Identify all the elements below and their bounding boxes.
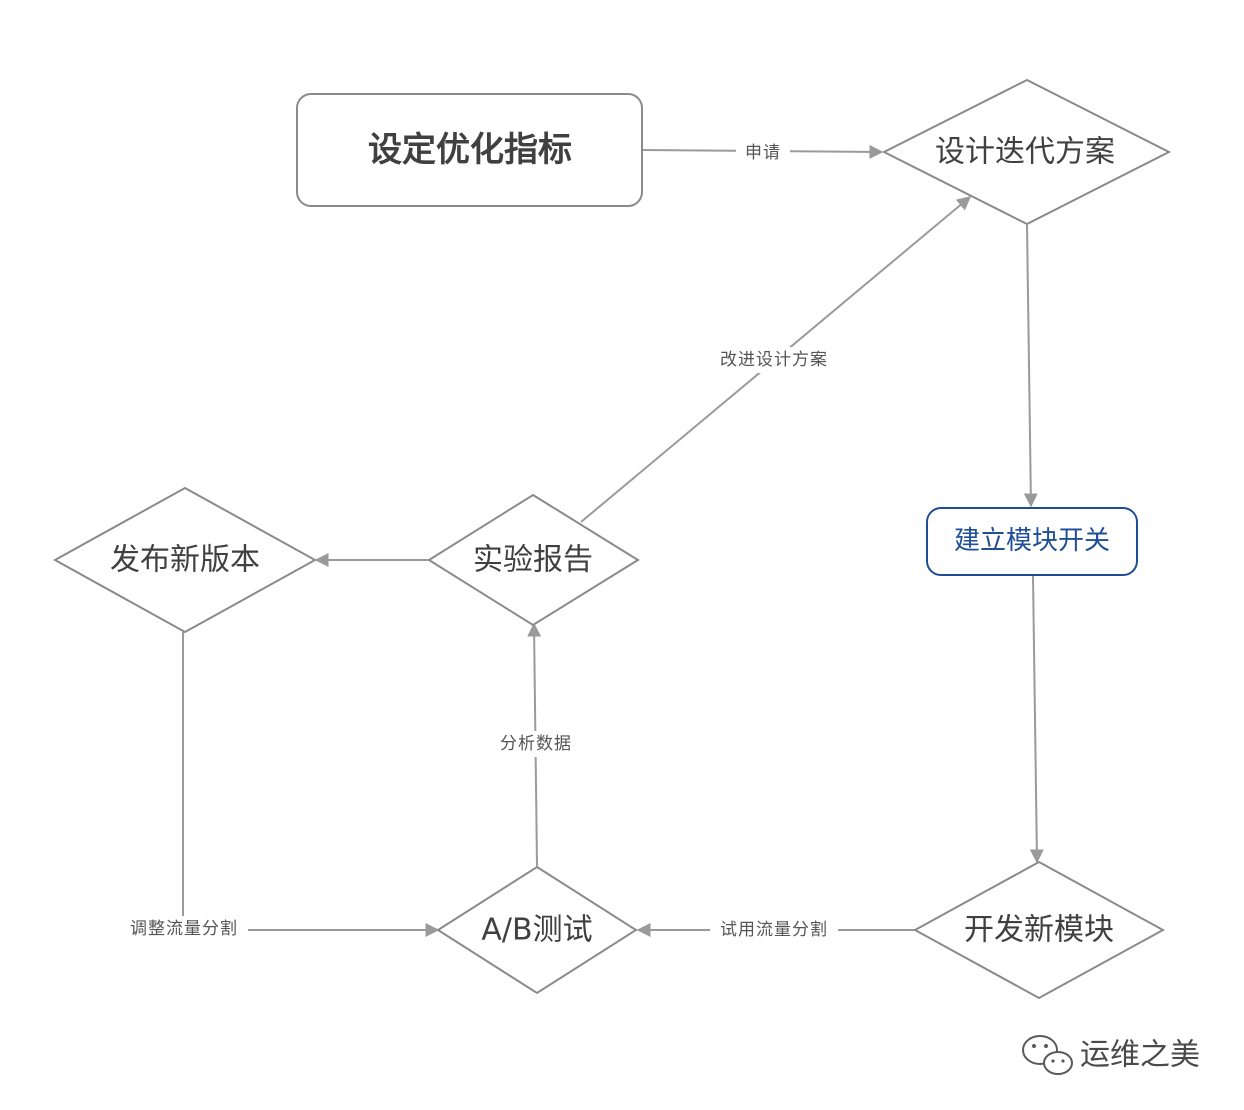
node-ab-test-label: A/B测试 — [481, 913, 592, 948]
svg-text:试用流量分割: 试用流量分割 — [720, 920, 828, 940]
wechat-icon — [1022, 1035, 1073, 1075]
edge-label-improve-design: 改进设计方案 — [710, 347, 838, 373]
svg-text:改进设计方案: 改进设计方案 — [720, 350, 828, 370]
edge-design-to-switch — [1023, 224, 1038, 508]
node-release[interactable]: 发布新版本 — [52, 486, 318, 634]
edge-label-apply: 申请 — [736, 140, 790, 166]
watermark-text: 运维之美 — [1080, 1038, 1200, 1073]
svg-text:调整流量分割: 调整流量分割 — [130, 919, 238, 939]
edge-label-trial-traffic: 试用流量分割 — [710, 917, 838, 943]
node-ab-test[interactable]: A/B测试 — [436, 865, 638, 995]
svg-text:申请: 申请 — [745, 143, 781, 163]
svg-text:分析数据: 分析数据 — [500, 734, 572, 754]
node-design-plan[interactable]: 设计迭代方案 — [881, 78, 1172, 226]
node-develop-module[interactable]: 开发新模块 — [912, 860, 1166, 1000]
edge-label-analyze-data: 分析数据 — [492, 731, 580, 757]
node-report[interactable]: 实验报告 — [427, 493, 640, 627]
node-design-plan-label: 设计迭代方案 — [935, 135, 1115, 170]
node-set-metrics[interactable]: 设定优化指标 — [296, 93, 643, 207]
node-set-metrics-label: 设定优化指标 — [368, 130, 572, 170]
node-develop-module-label: 开发新模块 — [964, 913, 1114, 948]
node-release-label: 发布新版本 — [110, 543, 260, 578]
edge-switch-to-develop — [1029, 575, 1044, 864]
watermark: 运维之美 — [1022, 1035, 1200, 1075]
edge-adjust-traffic — [182, 632, 440, 937]
edge-label-adjust-traffic: 调整流量分割 — [120, 916, 248, 942]
node-report-label: 实验报告 — [473, 543, 593, 578]
node-build-switch-label: 建立模块开关 — [954, 526, 1110, 556]
node-build-switch[interactable]: 建立模块开关 — [926, 507, 1138, 576]
